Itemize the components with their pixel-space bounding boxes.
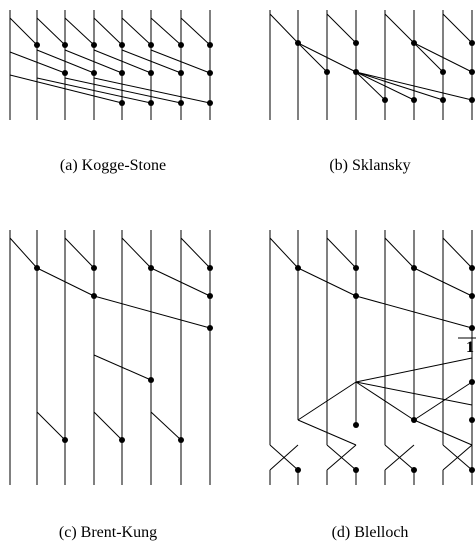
diagram-sklansky xyxy=(269,10,475,120)
caption-brent-kung: (c) Brent-Kung xyxy=(58,524,158,541)
caption-blelloch: (d) Blelloch xyxy=(331,524,409,541)
diagram-kogge-stone xyxy=(9,10,213,120)
caption-sklansky: (b) Sklansky xyxy=(329,157,411,174)
blelloch-identity-marker: 1 xyxy=(466,339,474,356)
caption-kogge-stone: (a) Kogge-Stone xyxy=(59,157,167,174)
diagram-brent-kung xyxy=(9,230,213,485)
diagram-blelloch xyxy=(269,230,476,485)
